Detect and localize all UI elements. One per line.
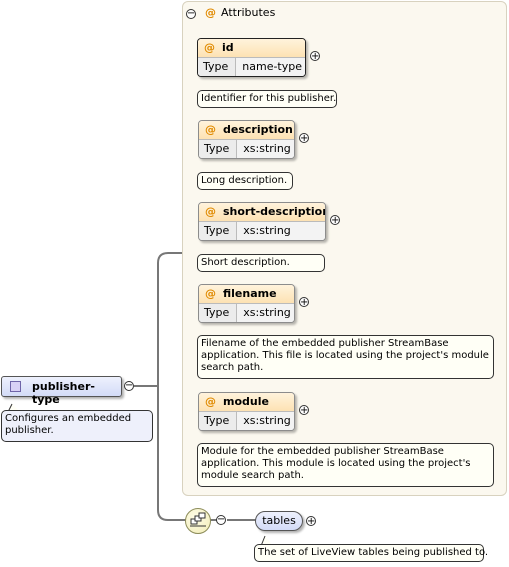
expand-icon[interactable]: + xyxy=(299,133,309,144)
attribute-doc: Filename of the embedded publisher Strea… xyxy=(197,335,494,379)
at-icon: @ xyxy=(205,123,216,136)
type-value: name-type xyxy=(236,58,305,76)
attributes-panel xyxy=(182,1,507,496)
expand-icon[interactable]: + xyxy=(299,297,309,308)
element-name: tables xyxy=(262,514,296,527)
expand-icon[interactable]: + xyxy=(299,405,309,416)
type-value: xs:string xyxy=(237,412,294,430)
type-label: Type xyxy=(198,58,237,76)
type-value: xs:string xyxy=(237,140,294,158)
at-icon: @ xyxy=(205,6,216,19)
expand-icon[interactable]: + xyxy=(330,215,340,226)
at-icon: @ xyxy=(205,395,216,408)
expand-icon[interactable]: + xyxy=(306,516,316,527)
attribute-doc: Module for the embedded publisher Stream… xyxy=(197,443,494,487)
type-value: xs:string xyxy=(237,304,294,322)
type-label: Type xyxy=(199,412,238,430)
attribute-name: short-description xyxy=(223,205,326,218)
at-icon: @ xyxy=(205,205,216,218)
collapse-icon[interactable]: − xyxy=(216,514,226,525)
element-name: publisher-type xyxy=(32,380,95,406)
attribute-name: filename xyxy=(223,287,277,300)
attribute-doc: Identifier for this publisher. xyxy=(197,90,337,108)
at-icon: @ xyxy=(205,287,216,300)
type-label: Type xyxy=(199,304,238,322)
attributes-title: Attributes xyxy=(221,6,276,19)
child-element-tables[interactable]: tables xyxy=(255,511,303,531)
type-label: Type xyxy=(199,140,238,158)
collapse-icon[interactable]: − xyxy=(124,380,134,391)
attribute-name: id xyxy=(222,41,234,54)
at-icon: @ xyxy=(204,41,215,54)
type-value: xs:string xyxy=(237,222,325,240)
sequence-icon[interactable] xyxy=(185,508,211,534)
root-element-publisher-type[interactable]: publisher-type xyxy=(1,376,122,406)
attribute-doc: Long description. xyxy=(197,172,293,190)
collapse-icon[interactable]: − xyxy=(186,8,196,19)
element-doc: The set of LiveView tables being publish… xyxy=(254,544,488,562)
attribute-doc: Short description. xyxy=(197,254,325,272)
type-label: Type xyxy=(199,222,238,240)
expand-icon[interactable]: + xyxy=(310,51,320,62)
complex-type-icon xyxy=(10,381,21,392)
attribute-name: description xyxy=(223,123,293,136)
element-doc: Configures an embedded publisher. xyxy=(1,410,153,442)
attribute-name: module xyxy=(223,395,269,408)
